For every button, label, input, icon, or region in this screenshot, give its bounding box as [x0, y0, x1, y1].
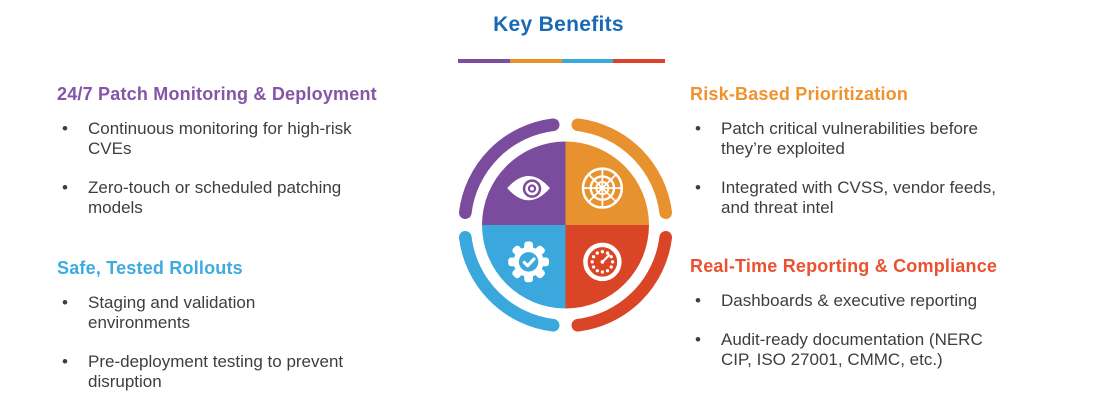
arc-purple — [458, 118, 560, 220]
quadrant-reporting — [565, 225, 649, 309]
divider-segment-purple — [458, 59, 510, 63]
bullet-list: • Continuous monitoring for high-risk CV… — [57, 119, 432, 218]
bullet-marker: • — [62, 119, 68, 138]
section-heading: 24/7 Patch Monitoring & Deployment — [57, 84, 377, 104]
bullet-text: Zero-touch or scheduled patching models — [88, 178, 342, 217]
arc-blue — [458, 230, 560, 332]
list-item: • Integrated with CVSS, vendor feeds, an… — [690, 178, 1065, 218]
section-heading: Safe, Tested Rollouts — [57, 258, 243, 278]
benefits-wheel-diagram — [458, 118, 673, 332]
section-heading: Real-Time Reporting & Compliance — [690, 256, 998, 276]
section-heading: Risk-Based Prioritization — [690, 84, 909, 104]
arc-orange — [571, 118, 673, 220]
bullet-list: • Patch critical vulnerabilities before … — [690, 119, 1065, 218]
bullet-text: Pre-deployment testing to prevent disrup… — [88, 352, 344, 391]
bullet-text: Patch critical vulnerabilities before th… — [721, 119, 979, 158]
eye-icon — [507, 175, 550, 201]
bullet-marker: • — [695, 178, 701, 197]
list-item: • Zero-touch or scheduled patching model… — [57, 178, 432, 218]
bullet-marker: • — [695, 291, 701, 310]
divider-segment-red — [613, 59, 665, 63]
outer-arcs — [458, 118, 673, 332]
bullet-text: Continuous monitoring for high-risk CVEs — [88, 119, 352, 158]
bullet-marker: • — [62, 293, 68, 312]
bullet-marker: • — [695, 330, 701, 349]
quadrant-circle — [482, 141, 649, 309]
bullet-text: Staging and validation environments — [88, 293, 256, 332]
section-reporting-compliance: Real-Time Reporting & Compliance • Dashb… — [690, 256, 1065, 389]
title-divider — [458, 59, 665, 63]
list-item: • Audit-ready documentation (NERC CIP, I… — [690, 330, 1065, 370]
bullet-list: • Dashboards & executive reporting • Aud… — [690, 291, 1065, 370]
bullet-marker: • — [62, 352, 68, 371]
divider-segment-orange — [509, 59, 562, 63]
bullet-text: Dashboards & executive reporting — [721, 291, 978, 310]
bullet-marker: • — [695, 119, 701, 138]
bullet-text: Integrated with CVSS, vendor feeds, and … — [721, 178, 996, 217]
list-item: • Staging and validation environments — [57, 293, 432, 333]
list-item: • Pre-deployment testing to prevent disr… — [57, 352, 432, 392]
target-icon — [581, 167, 624, 209]
section-safe-rollouts: Safe, Tested Rollouts • Staging and vali… — [57, 258, 432, 400]
bullet-marker: • — [62, 178, 68, 197]
section-patch-monitoring: 24/7 Patch Monitoring & Deployment • Con… — [57, 84, 432, 237]
divider-segment-blue — [561, 59, 614, 63]
gauge-icon — [583, 242, 622, 282]
page-title: Key Benefits — [493, 13, 624, 36]
bullet-text: Audit-ready documentation (NERC CIP, ISO… — [721, 330, 983, 369]
section-risk-prioritization: Risk-Based Prioritization • Patch critic… — [690, 84, 1065, 237]
list-item: • Patch critical vulnerabilities before … — [690, 119, 1065, 159]
list-item: • Continuous monitoring for high-risk CV… — [57, 119, 432, 159]
bullet-list: • Staging and validation environments • … — [57, 293, 432, 392]
arc-red — [571, 230, 673, 332]
gear-check-icon — [508, 241, 549, 283]
list-item: • Dashboards & executive reporting — [690, 291, 1065, 311]
